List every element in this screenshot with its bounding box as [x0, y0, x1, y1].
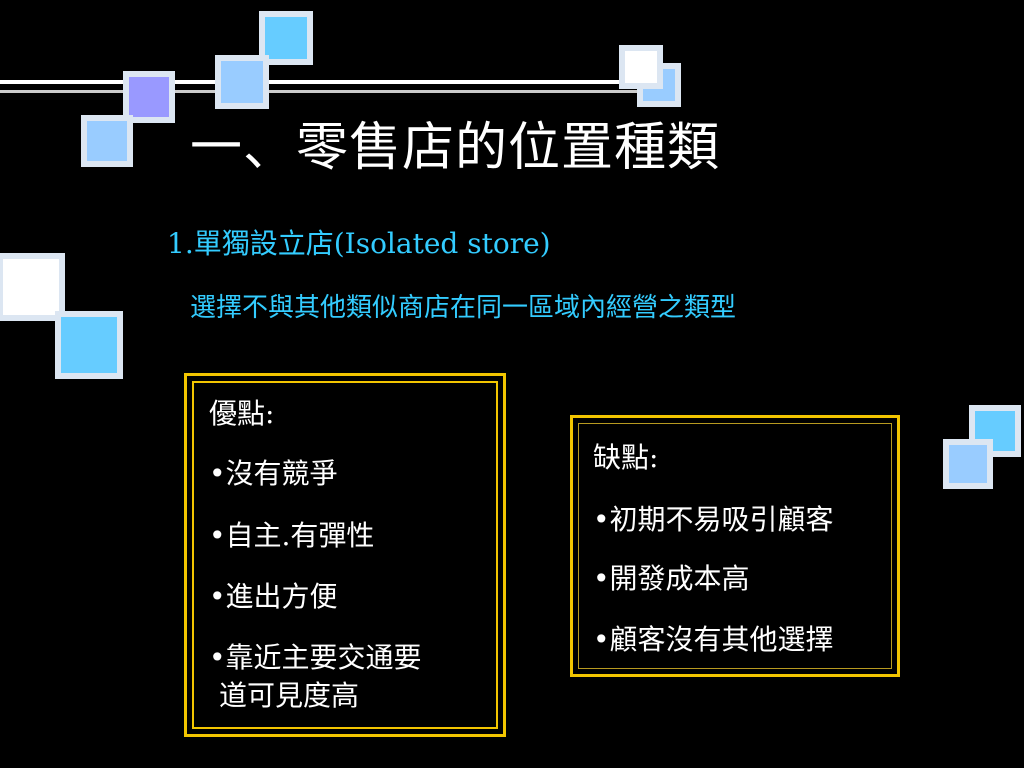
- pros-item-continuation: 道可見度高: [219, 679, 360, 712]
- square-light-blue: [55, 311, 123, 379]
- cons-item: •開發成本高: [593, 562, 750, 595]
- header-line: [0, 80, 680, 84]
- slide-title: 一、零售店的位置種類: [190, 118, 721, 178]
- pros-item: •靠近主要交通要: [209, 641, 422, 674]
- pros-item: •自主.有彈性: [209, 519, 375, 552]
- cons-box-inner-border: [578, 423, 892, 669]
- pros-item: •沒有競爭: [209, 457, 338, 490]
- square-pale-blue: [81, 115, 133, 167]
- cons-heading: 缺點:: [593, 441, 659, 474]
- slide-subtitle: 1.單獨設立店(Isolated store): [167, 227, 551, 260]
- cons-item: •初期不易吸引顧客: [593, 503, 834, 536]
- slide-description: 選擇不與其他類似商店在同一區域內經營之類型: [190, 293, 737, 323]
- square-pale-blue: [215, 55, 269, 109]
- header-line-shadow: [0, 90, 680, 93]
- square-light-blue: [259, 11, 313, 65]
- square-light-blue: [969, 405, 1021, 457]
- pros-box-inner-border: [192, 381, 498, 729]
- cons-box: 缺點: •初期不易吸引顧客 •開發成本高 •顧客沒有其他選擇: [570, 415, 900, 677]
- square-purple: [123, 71, 175, 123]
- pros-heading: 優點:: [209, 397, 275, 430]
- square-pale-blue: [943, 439, 993, 489]
- pros-item: •進出方便: [209, 580, 338, 613]
- cons-item: •顧客沒有其他選擇: [593, 623, 834, 656]
- square-white: [619, 45, 663, 89]
- square-white: [0, 253, 65, 321]
- pros-box: 優點: •沒有競爭 •自主.有彈性 •進出方便 •靠近主要交通要 道可見度高: [184, 373, 506, 737]
